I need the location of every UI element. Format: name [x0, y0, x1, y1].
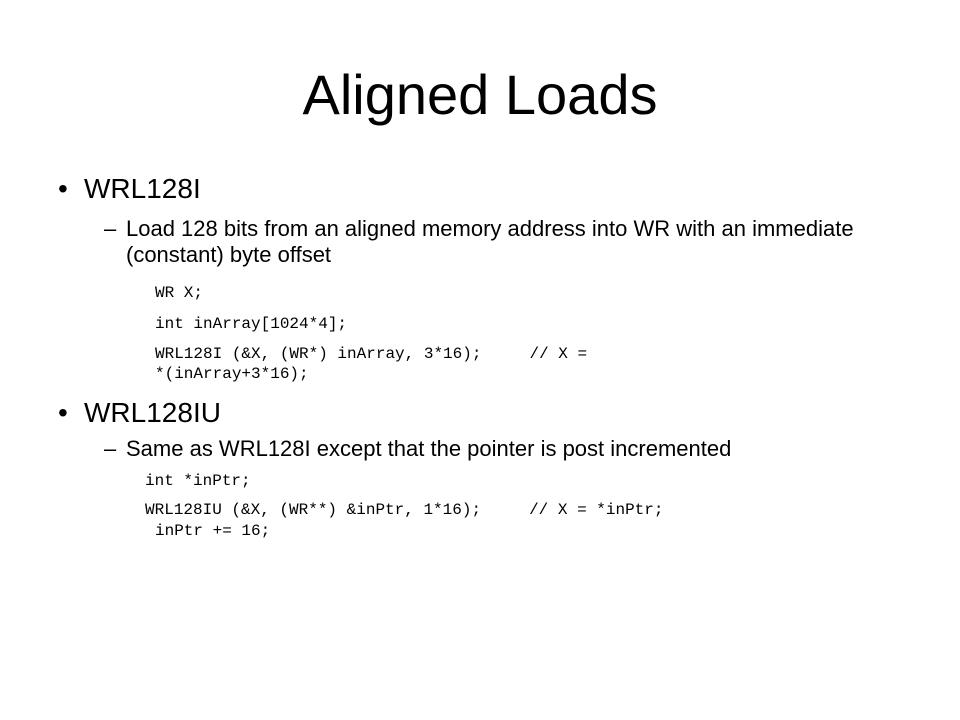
- subbullet-text: Same as WRL128I except that the pointer …: [126, 436, 732, 461]
- code-line: WRL128IU (&X, (WR**) &inPtr, 1*16); // X…: [145, 501, 664, 519]
- subbullet-dash: –: [104, 216, 117, 241]
- bullet-dot: •: [58, 397, 68, 428]
- subbullet-text: Load 128 bits from an aligned memory add…: [126, 216, 854, 267]
- slide-title: Aligned Loads: [302, 63, 658, 126]
- code-line: int inArray[1024*4];: [155, 315, 348, 333]
- bullet-heading: WRL128I: [84, 173, 201, 204]
- bullet-wrl128i: • WRL128I: [58, 172, 201, 206]
- bullet-dot: •: [58, 173, 68, 204]
- subbullet-wrl128i-description: – Load 128 bits from an aligned memory a…: [104, 216, 884, 268]
- code-line: int *inPtr;: [145, 472, 251, 490]
- code-line: *(inArray+3*16);: [155, 365, 309, 383]
- subbullet-dash: –: [104, 436, 117, 461]
- bullet-wrl128iu: • WRL128IU: [58, 396, 221, 430]
- code-line: WRL128I (&X, (WR*) inArray, 3*16); // X …: [155, 345, 588, 363]
- subbullet-wrl128iu-description: – Same as WRL128I except that the pointe…: [104, 436, 884, 462]
- code-line: inPtr += 16;: [155, 522, 271, 540]
- bullet-heading: WRL128IU: [84, 397, 221, 428]
- code-line: WR X;: [155, 284, 204, 302]
